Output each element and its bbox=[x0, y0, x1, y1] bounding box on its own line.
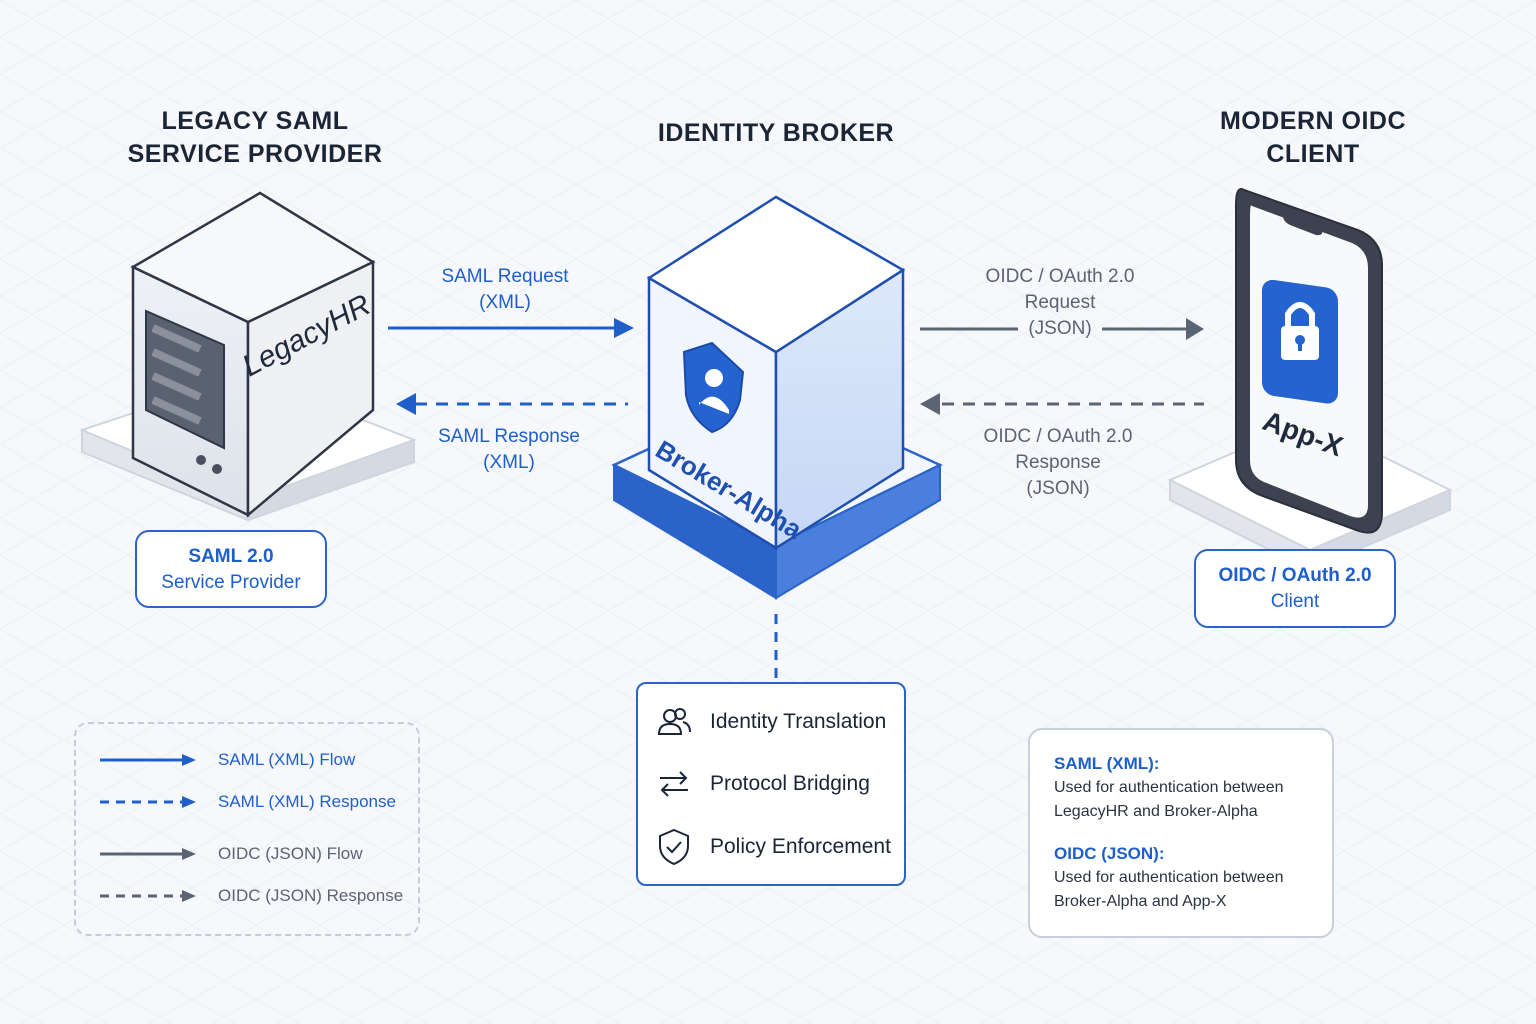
legend-label: SAML (XML) Flow bbox=[218, 750, 356, 769]
oidc-request-label: OIDC / OAuth 2.0 Request (JSON) bbox=[985, 266, 1135, 339]
function-label: Policy Enforcement bbox=[710, 835, 891, 858]
protocol-notes-box: SAML (XML): Used for authentication betw… bbox=[1028, 728, 1334, 938]
function-label: Protocol Bridging bbox=[710, 772, 870, 795]
note-title-oidc: OIDC (JSON): bbox=[1054, 844, 1165, 863]
saml-sp-role-subtitle: Service Provider bbox=[161, 572, 301, 593]
shield-check-icon bbox=[659, 828, 689, 866]
legend-item-saml-response: SAML (XML) Response bbox=[98, 792, 396, 812]
oidc-client-role-box: OIDC / OAuth 2.0 Client bbox=[1194, 549, 1396, 628]
saml-sp-role-box: SAML 2.0 Service Provider bbox=[135, 530, 327, 608]
legend-label: SAML (XML) Response bbox=[218, 792, 396, 811]
client-heading: MODERN OIDC CLIENT bbox=[1219, 107, 1407, 168]
oidc-client-role-subtitle: Client bbox=[1270, 591, 1320, 612]
legacy-heading: LEGACY SAML SERVICE PROVIDER bbox=[127, 107, 383, 168]
broker-heading: IDENTITY BROKER bbox=[657, 119, 895, 147]
saml-request-label: SAML Request (XML) bbox=[441, 266, 569, 313]
legend-label: OIDC (JSON) Flow bbox=[218, 844, 363, 863]
legend-item-saml-flow: SAML (XML) Flow bbox=[98, 750, 355, 770]
legend-box: SAML (XML) Flow SAML (XML) Response OIDC… bbox=[74, 722, 420, 936]
oidc-request-arrow bbox=[920, 318, 1204, 340]
legend-item-oidc-response: OIDC (JSON) Response bbox=[98, 886, 403, 906]
note-text-saml: Used for authentication between LegacyHR… bbox=[1054, 779, 1284, 820]
users-icon bbox=[657, 708, 691, 735]
dashed-blue-arrow-icon bbox=[100, 796, 196, 808]
solid-blue-arrow-icon bbox=[100, 754, 196, 766]
saml-sp-role-title: SAML 2.0 bbox=[188, 546, 274, 567]
phone-illustration bbox=[1167, 188, 1453, 572]
legend-item-oidc-flow: OIDC (JSON) Flow bbox=[98, 844, 363, 864]
broker-functions-box: Identity Translation Protocol Bridging P… bbox=[636, 682, 906, 886]
note-text-oidc: Used for authentication between Broker-A… bbox=[1054, 869, 1284, 910]
saml-request-arrow bbox=[388, 318, 634, 338]
function-item-policy-enforcement: Policy Enforcement bbox=[656, 828, 891, 866]
legacy-server-illustration bbox=[79, 191, 417, 522]
legend-label: OIDC (JSON) Response bbox=[218, 886, 404, 905]
swap-arrows-icon bbox=[660, 771, 688, 797]
broker-cube-illustration bbox=[611, 195, 943, 600]
oidc-client-role-title: OIDC / OAuth 2.0 bbox=[1218, 565, 1372, 586]
function-item-identity-translation: Identity Translation bbox=[656, 706, 886, 738]
oidc-response-arrow bbox=[920, 393, 1204, 415]
dashed-grey-arrow-icon bbox=[100, 890, 196, 902]
oidc-response-label: OIDC / OAuth 2.0 Response (JSON) bbox=[983, 426, 1133, 499]
note-title-saml: SAML (XML): bbox=[1054, 754, 1160, 773]
solid-grey-arrow-icon bbox=[100, 848, 196, 860]
saml-response-arrow bbox=[396, 393, 628, 415]
saml-response-label: SAML Response (XML) bbox=[438, 426, 580, 473]
function-item-protocol-bridging: Protocol Bridging bbox=[656, 768, 870, 800]
function-label: Identity Translation bbox=[710, 710, 887, 733]
